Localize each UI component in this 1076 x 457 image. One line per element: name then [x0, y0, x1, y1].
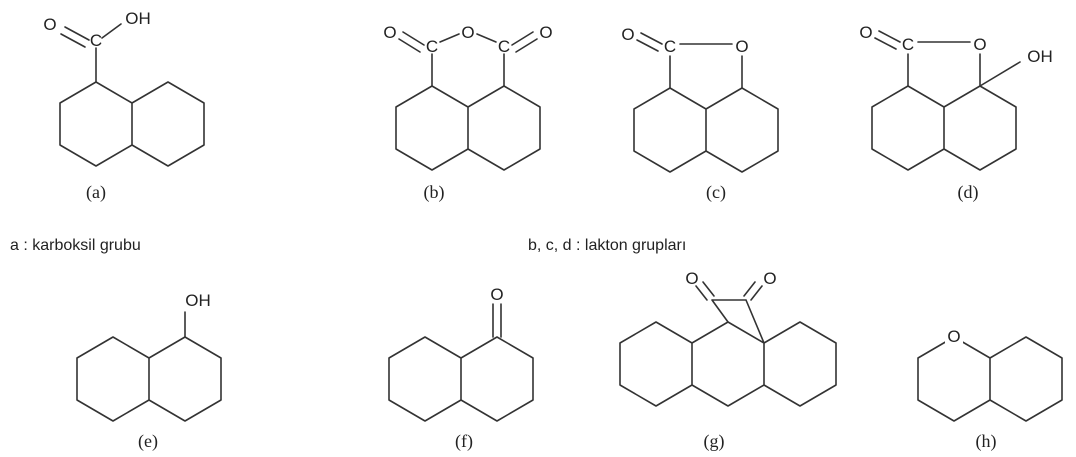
structure-f: O (f)	[388, 285, 534, 452]
label-f: (f)	[455, 431, 473, 452]
double-bond-co-d	[874, 30, 901, 50]
bond-c-oh-d	[979, 61, 1021, 87]
atom-o-ring-c: O	[735, 37, 748, 56]
structure-c: O C O (c)	[621, 25, 779, 203]
atom-c2-b: C	[498, 37, 510, 56]
atom-o-h: O	[947, 327, 960, 346]
double-bond-co-a	[60, 26, 90, 48]
phenanthrene-rings-g	[619, 321, 837, 407]
atom-o-d: O	[859, 23, 872, 42]
atom-o2-b: O	[539, 23, 552, 42]
double-bond-co2-g	[743, 281, 763, 301]
bond-o-c2-b	[476, 33, 497, 43]
double-bond-co2-b	[511, 31, 538, 53]
label-c: (c)	[706, 182, 726, 203]
chromane-rings-h	[917, 336, 1063, 422]
atom-c-d: C	[902, 35, 914, 54]
atom-oh-e: OH	[185, 291, 211, 310]
naphthalene-rings-a	[59, 81, 205, 167]
label-a: (a)	[86, 182, 106, 203]
caption-carboxyl: a : karboksil grubu	[10, 237, 141, 254]
atom-o1-b: O	[383, 23, 396, 42]
ether-oxygen-mask-h	[945, 326, 963, 344]
structure-a: O C OH (a)	[43, 9, 205, 203]
caption-lactone: b, c, d : lakton grupları	[528, 237, 686, 254]
atom-o-a: O	[43, 15, 56, 34]
label-e: (e)	[138, 431, 158, 452]
structure-b: O C O C O (b)	[383, 23, 552, 203]
naphthalene-rings-e	[76, 336, 222, 422]
structure-h: O (h)	[917, 326, 1063, 452]
atom-oh-a: OH	[125, 9, 151, 28]
label-g: (g)	[704, 431, 725, 452]
double-bond-co1-b	[398, 31, 425, 53]
bond-upper-ring-g	[711, 299, 765, 344]
atom-o-c: O	[621, 25, 634, 44]
double-bond-co-c	[636, 32, 663, 52]
structure-e: OH (e)	[76, 291, 222, 452]
naphthalene-rings-d	[871, 85, 1017, 171]
double-bond-co1-g	[695, 281, 715, 301]
naphthalene-rings-c	[633, 87, 779, 173]
atom-o-f: O	[490, 285, 503, 304]
naphthalene-rings-f	[388, 336, 534, 422]
structure-d: O C O OH (d)	[859, 23, 1052, 203]
bond-c-oh-a	[101, 23, 122, 39]
label-b: (b)	[424, 182, 445, 203]
structure-g: O O (g)	[619, 269, 837, 452]
atom-o-bridge-b: O	[461, 23, 474, 42]
atom-oh-d: OH	[1027, 47, 1053, 66]
bond-c1-o-b	[439, 33, 460, 43]
atom-o2-g: O	[763, 269, 776, 288]
atom-c-a: C	[90, 31, 102, 50]
naphthalene-rings-b	[395, 85, 541, 171]
label-d: (d)	[958, 182, 979, 203]
double-bond-co-f	[492, 303, 502, 338]
label-h: (h)	[976, 431, 997, 452]
atom-o1-g: O	[685, 269, 698, 288]
atom-c1-b: C	[426, 37, 438, 56]
atom-c-c: C	[664, 37, 676, 56]
atom-o-ring-d: O	[973, 35, 986, 54]
